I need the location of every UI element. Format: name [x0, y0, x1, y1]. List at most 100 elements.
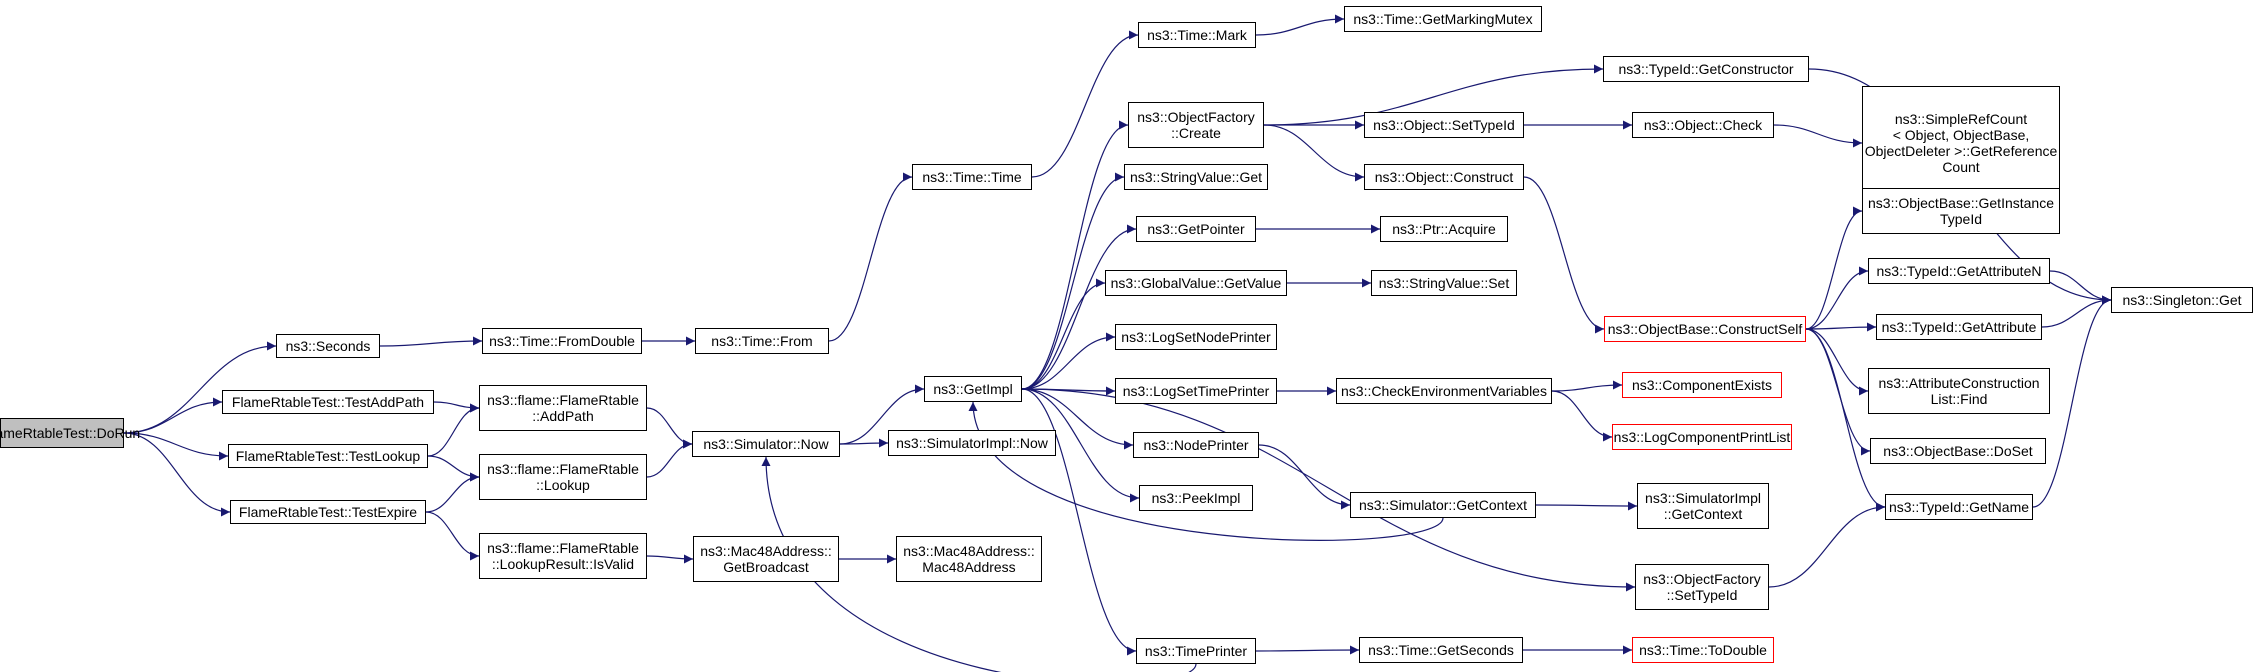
node-label: ns3::ObjectBase::ConstructSelf [1607, 321, 1803, 337]
node-label: ns3::TimePrinter [1144, 643, 1248, 659]
node-from-double[interactable]: ns3::Time::FromDouble [482, 328, 642, 354]
edge-getImpl-to-timePrinter [1021, 388, 1137, 656]
edge-getImpl-to-gvGetValue [1021, 278, 1106, 390]
edge-timePrinter-to-getSeconds [1255, 645, 1360, 655]
node-label: ns3::TypeId::GetName [1888, 499, 2030, 515]
node-label: ns3::Singleton::Get [2122, 292, 2242, 308]
node-lookup[interactable]: ns3::flame::FlameRtable ::Lookup [479, 454, 647, 500]
node-label: ns3::flame::FlameRtable ::LookupResult::… [487, 540, 639, 572]
node-log-component-print-list[interactable]: ns3::LogComponentPrintList [1612, 424, 1792, 450]
node-mark[interactable]: ns3::Time::Mark [1138, 22, 1256, 48]
node-test-add-path[interactable]: FlameRtableTest::TestAddPath [222, 390, 434, 414]
node-label: ns3::Time::FromDouble [489, 333, 635, 349]
node-from[interactable]: ns3::Time::From [695, 328, 829, 354]
node-get-attribute-n[interactable]: ns3::TypeId::GetAttributeN [1868, 258, 2050, 284]
node-of-create[interactable]: ns3::ObjectFactory ::Create [1128, 102, 1264, 148]
node-time-time[interactable]: ns3::Time::Time [912, 164, 1032, 190]
node-log-set-node-printer[interactable]: ns3::LogSetNodePrinter [1115, 324, 1277, 350]
edge-doRun-to-testExpire [123, 432, 231, 517]
node-peek-impl[interactable]: ns3::PeekImpl [1139, 485, 1253, 511]
node-label: ns3::Object::Construct [1374, 169, 1514, 185]
node-label: ns3::TypeId::GetAttribute [1881, 319, 2037, 335]
node-attr-find[interactable]: ns3::AttributeConstruction List::Find [1868, 368, 2050, 414]
node-get-constructor[interactable]: ns3::TypeId::GetConstructor [1603, 56, 1809, 82]
node-sim-impl-now[interactable]: ns3::SimulatorImpl::Now [888, 430, 1056, 456]
node-label: ns3::Object::SetTypeId [1373, 117, 1515, 133]
node-label: ns3::StringValue::Get [1129, 169, 1263, 185]
edge-ofSetTypeId-to-getName [1768, 502, 1886, 588]
node-label: ns3::SimulatorImpl::Now [896, 435, 1048, 451]
node-construct-self[interactable]: ns3::ObjectBase::ConstructSelf [1604, 316, 1806, 342]
node-label: ns3::LogSetNodePrinter [1121, 329, 1271, 345]
node-label: ns3::GetPointer [1147, 221, 1245, 237]
node-label: FlameRtableTest::TestLookup [235, 448, 421, 464]
node-node-printer[interactable]: ns3::NodePrinter [1133, 432, 1259, 458]
node-component-exists[interactable]: ns3::ComponentExists [1622, 372, 1782, 398]
node-get-context[interactable]: ns3::Simulator::GetContext [1350, 492, 1536, 518]
node-get-instance-type-id[interactable]: ns3::ObjectBase::GetInstance TypeId [1862, 188, 2060, 234]
node-label: ns3::GlobalValue::GetValue [1110, 275, 1282, 291]
node-is-valid[interactable]: ns3::flame::FlameRtable ::LookupResult::… [479, 533, 647, 579]
edge-addPath-to-simNow [646, 407, 693, 449]
node-label: ns3::Mac48Address:: GetBroadcast [700, 543, 832, 575]
edge-nodePrinter-to-getContext [1258, 444, 1351, 510]
edge-testLookup-to-addPath [427, 403, 480, 457]
node-time-printer[interactable]: ns3::TimePrinter [1136, 638, 1256, 664]
node-gv-get-value[interactable]: ns3::GlobalValue::GetValue [1105, 270, 1287, 296]
edge-getImpl-to-svGet [1021, 172, 1125, 390]
edge-seconds-to-fromDouble [379, 336, 483, 347]
node-label: ns3::Time::From [711, 333, 813, 349]
edge-ofCreate-to-getConstructor [1263, 64, 1604, 126]
node-test-lookup[interactable]: FlameRtableTest::TestLookup [228, 444, 428, 468]
node-seconds[interactable]: ns3::Seconds [276, 334, 380, 358]
node-label: ns3::TypeId::GetConstructor [1618, 61, 1794, 77]
node-sim-now[interactable]: ns3::Simulator::Now [692, 431, 840, 457]
edge-getAttribute-to-singletonGet [2041, 295, 2112, 328]
edge-simNow-to-simImplNow [839, 438, 889, 448]
edge-getImpl-to-logSetNodePrinter [1021, 332, 1116, 390]
node-marking-mutex[interactable]: ns3::Time::GetMarkingMutex [1344, 6, 1542, 32]
node-label: ns3::SimpleRefCount < Object, ObjectBase… [1864, 111, 2058, 175]
node-get-broadcast[interactable]: ns3::Mac48Address:: GetBroadcast [693, 536, 839, 582]
node-label: ns3::ObjectBase::GetInstance TypeId [1868, 195, 2054, 227]
node-set-type-id-obj[interactable]: ns3::Object::SetTypeId [1364, 112, 1524, 138]
edge-checkEnv-to-logComponentPrintList [1551, 390, 1613, 442]
edge-constructSelf-to-getInstanceTypeId [1805, 206, 1863, 330]
node-label: ns3::ObjectFactory ::Create [1137, 109, 1255, 141]
node-get-seconds[interactable]: ns3::Time::GetSeconds [1359, 637, 1523, 663]
node-singleton-get[interactable]: ns3::Singleton::Get [2111, 287, 2253, 313]
node-to-double[interactable]: ns3::Time::ToDouble [1632, 637, 1774, 663]
node-construct[interactable]: ns3::Object::Construct [1364, 164, 1524, 190]
node-add-path[interactable]: ns3::flame::FlameRtable ::AddPath [479, 385, 647, 431]
edge-checkEnv-to-componentExists [1551, 380, 1623, 392]
node-do-set[interactable]: ns3::ObjectBase::DoSet [1870, 438, 2046, 464]
node-label: ns3::Object::Check [1643, 117, 1763, 133]
edge-getContext-to-getImpl [968, 401, 1444, 541]
node-ptr-acquire[interactable]: ns3::Ptr::Acquire [1380, 216, 1508, 242]
node-label: ns3::AttributeConstruction List::Find [1878, 375, 2040, 407]
node-sim-impl-get-context[interactable]: ns3::SimulatorImpl ::GetContext [1637, 483, 1769, 529]
node-get-attribute[interactable]: ns3::TypeId::GetAttribute [1876, 314, 2042, 340]
edge-constructSelf-to-attrFind [1805, 328, 1869, 396]
node-label: ns3::flame::FlameRtable ::Lookup [487, 461, 639, 493]
node-mac48[interactable]: ns3::Mac48Address:: Mac48Address [896, 536, 1042, 582]
edge-constructSelf-to-getAttributeN [1805, 266, 1869, 330]
node-of-set-type-id[interactable]: ns3::ObjectFactory ::SetTypeId [1635, 564, 1769, 610]
edge-timeTime-to-mark [1031, 30, 1139, 178]
node-get-pointer[interactable]: ns3::GetPointer [1136, 216, 1256, 242]
node-sv-set[interactable]: ns3::StringValue::Set [1371, 270, 1517, 296]
node-label: FlameRtableTest::TestExpire [238, 504, 418, 520]
edge-objCheck-to-getReferenceCount [1773, 124, 1863, 148]
node-label: ns3::Simulator::GetContext [1358, 497, 1528, 513]
node-sv-get[interactable]: ns3::StringValue::Get [1124, 164, 1268, 190]
node-test-expire[interactable]: FlameRtableTest::TestExpire [230, 500, 426, 524]
node-get-impl[interactable]: ns3::GetImpl [924, 376, 1022, 402]
node-label: ns3::Ptr::Acquire [1392, 221, 1496, 237]
node-check-env[interactable]: ns3::CheckEnvironmentVariables [1336, 378, 1552, 404]
node-get-name[interactable]: ns3::TypeId::GetName [1885, 494, 2033, 520]
edge-testAddPath-to-addPath [433, 401, 480, 413]
node-obj-check[interactable]: ns3::Object::Check [1632, 112, 1774, 138]
node-log-set-time-printer[interactable]: ns3::LogSetTimePrinter [1115, 378, 1277, 404]
node-get-reference-count[interactable]: ns3::SimpleRefCount < Object, ObjectBase… [1862, 86, 2060, 200]
